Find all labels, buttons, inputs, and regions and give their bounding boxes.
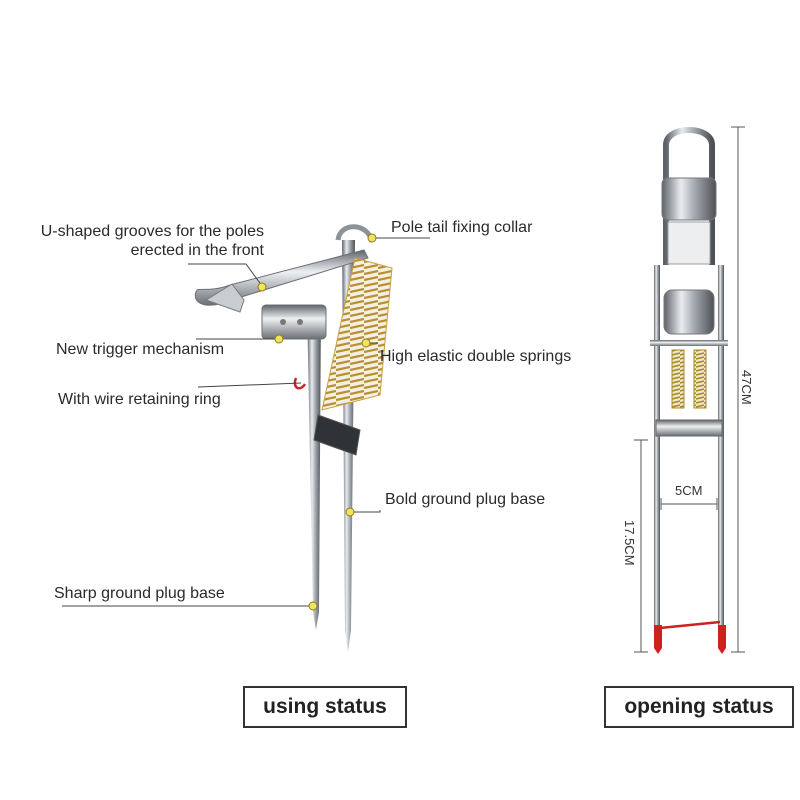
callout-springs: High elastic double springs xyxy=(380,348,572,365)
callout-wire-ring: With wire retaining ring xyxy=(58,391,221,408)
callout-dot xyxy=(257,282,267,292)
callout-sharp-base: Sharp ground plug base xyxy=(54,585,225,602)
callout-dot xyxy=(361,338,371,348)
callout-dot xyxy=(274,334,284,344)
callout-trigger: New trigger mechanism xyxy=(56,341,225,358)
opening-status-box: opening status xyxy=(604,686,794,728)
using-status-label: using status xyxy=(263,695,387,718)
trigger-block xyxy=(261,304,327,340)
callout-u-grooves-line2: erected in the front xyxy=(130,242,264,259)
red-tip-right xyxy=(718,625,726,654)
cross-bar xyxy=(655,419,723,437)
double-spring xyxy=(321,257,393,411)
callout-dots xyxy=(257,233,377,611)
using-status-device xyxy=(194,224,393,652)
trigger-mechanism xyxy=(663,289,715,335)
red-wire xyxy=(659,620,721,630)
tail-collar-loop xyxy=(335,224,375,243)
callout-dot xyxy=(345,507,355,517)
sharp-leg xyxy=(307,305,321,630)
dimension-height: 47CM xyxy=(739,370,754,405)
dimension-lines xyxy=(634,126,745,653)
callout-tail-collar: Pole tail fixing collar xyxy=(391,219,533,236)
callout-u-grooves-line1: U-shaped grooves for the poles xyxy=(40,223,264,240)
wire-ring xyxy=(293,377,307,390)
callout-u-grooves: U-shaped grooves for the poles erected i… xyxy=(41,222,264,260)
spring-right xyxy=(693,349,707,409)
left-rail xyxy=(654,265,660,645)
opening-status-device xyxy=(650,127,728,654)
callout-dot xyxy=(367,233,377,243)
clamp-band xyxy=(661,177,717,221)
dimension-leg-length: 17.5CM xyxy=(622,520,637,566)
spring-left xyxy=(671,349,685,409)
callout-dot xyxy=(308,601,318,611)
lower-bracket xyxy=(313,414,361,456)
upper-arm xyxy=(194,249,369,306)
red-tip-left xyxy=(654,625,662,654)
opening-status-label: opening status xyxy=(624,695,774,718)
using-status-box: using status xyxy=(243,686,407,728)
top-hoop xyxy=(663,127,715,265)
dimension-width: 5CM xyxy=(675,483,703,498)
right-rail xyxy=(718,265,724,645)
callout-bold-base: Bold ground plug base xyxy=(385,491,546,508)
